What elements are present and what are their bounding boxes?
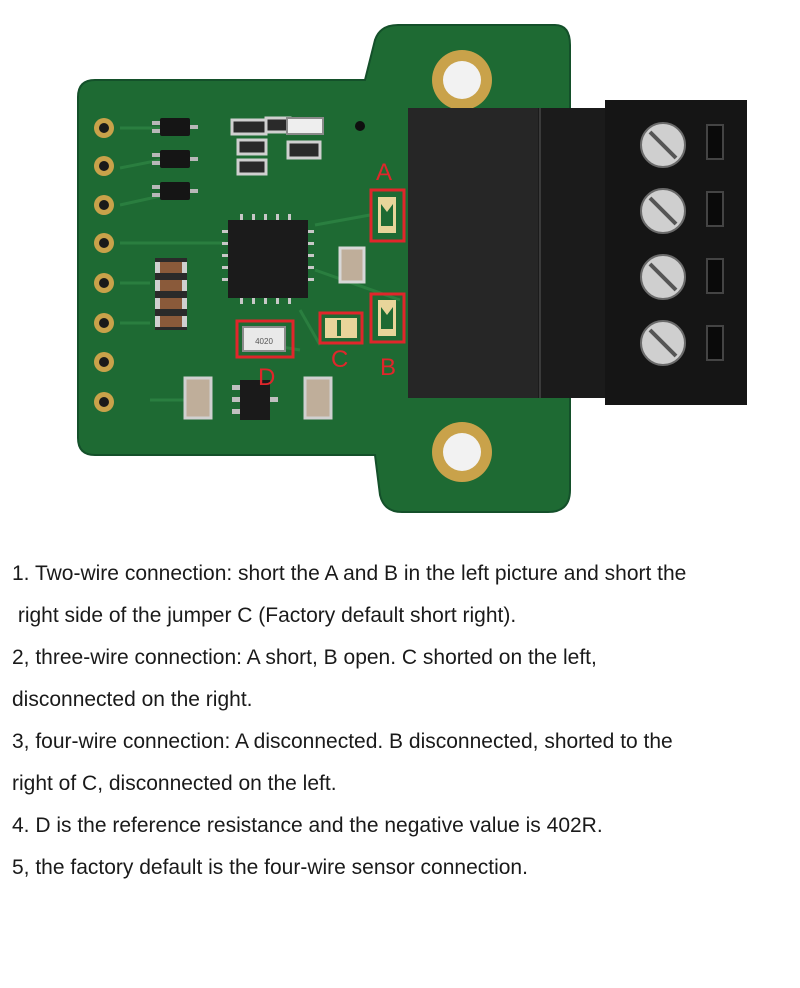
callout-box-c — [318, 311, 364, 345]
terminal-screws — [640, 122, 686, 366]
callout-labels: A B C D — [258, 159, 396, 391]
sot-transistors — [152, 118, 198, 200]
board-photo: 4020 — [77, 24, 747, 513]
mounting-hole-top — [432, 50, 492, 110]
screw-terminal-block — [408, 100, 747, 405]
smd-capacitor — [338, 246, 366, 284]
reference-resistor: 4020 — [242, 326, 286, 352]
header-pins — [94, 118, 114, 412]
resistor-marking: 4020 — [255, 337, 273, 346]
via-hole — [355, 121, 365, 131]
terminal-wire-slots — [706, 124, 724, 361]
instruction-line: 2, three-wire connection: A short, B ope… — [12, 646, 597, 669]
callout-label-c: C — [331, 346, 348, 373]
main-ic-chip — [222, 214, 314, 304]
callout-label-d: D — [258, 364, 275, 391]
smd-resistors-top — [230, 116, 324, 176]
instruction-line: 3, four-wire connection: A disconnected.… — [12, 730, 673, 753]
instruction-line: 5, the factory default is the four-wire … — [12, 856, 528, 879]
callout-box-d — [235, 319, 295, 359]
callout-label-a: A — [376, 159, 392, 186]
resistor-array-left — [155, 258, 187, 330]
jumper-pads — [325, 197, 396, 338]
instruction-line: right side of the jumper C (Factory defa… — [12, 604, 517, 627]
instruction-line: 1. Two-wire connection: short the A and … — [12, 562, 687, 585]
callout-boxes — [235, 188, 406, 359]
callout-box-a — [369, 188, 406, 243]
mounting-hole-bottom — [432, 422, 492, 482]
instruction-line: right of C, disconnected on the left. — [12, 772, 337, 795]
callout-box-b — [369, 292, 406, 344]
instruction-line: disconnected on the right. — [12, 688, 253, 711]
pcb-illustration: 4020 — [77, 24, 747, 513]
instruction-line: 4. D is the reference resistance and the… — [12, 814, 603, 837]
callout-label-b: B — [380, 354, 396, 381]
bottom-components — [183, 376, 333, 420]
wiring-instructions: 1. Two-wire connection: short the A and … — [12, 553, 792, 889]
